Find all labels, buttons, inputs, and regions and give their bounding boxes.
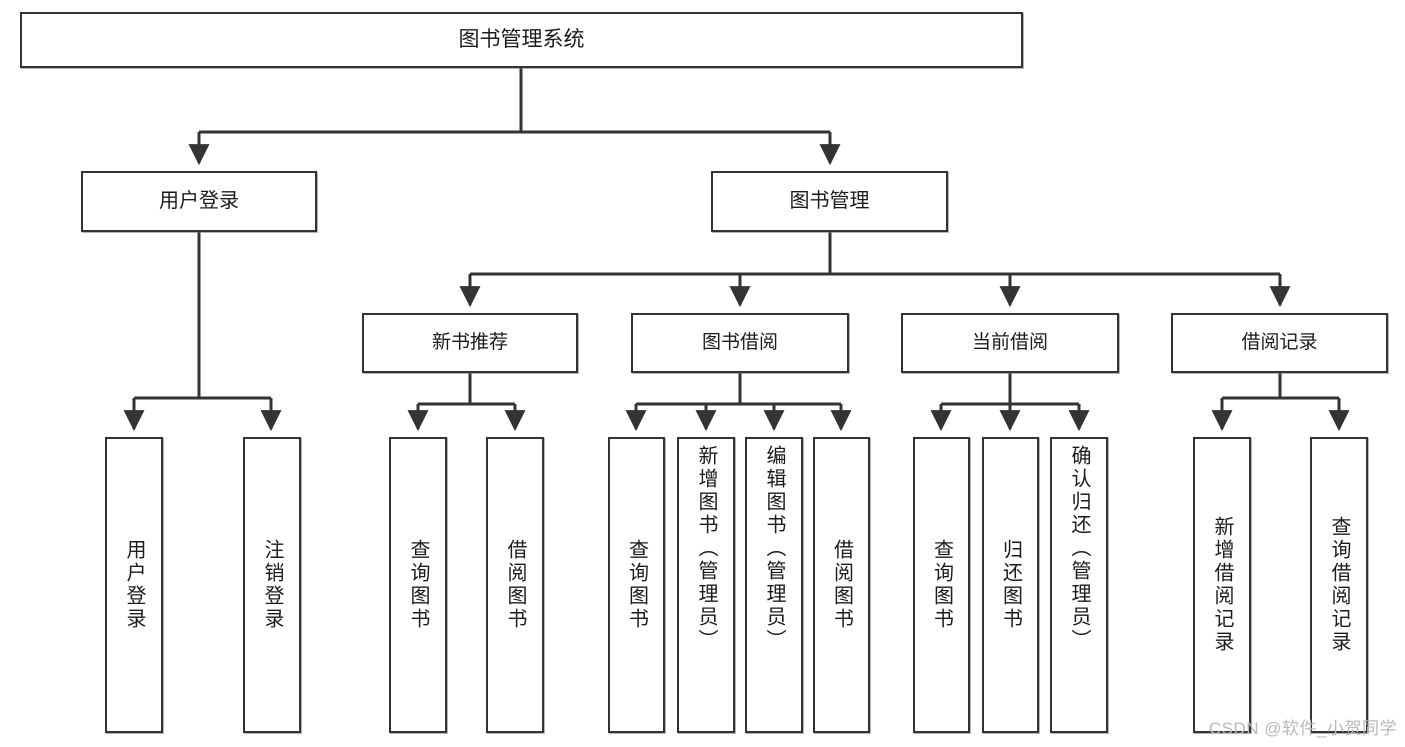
- node-label: 图书管理: [789, 190, 870, 212]
- node-label: 图书管理系统: [458, 27, 585, 51]
- node-book-borrow[interactable]: 图书借阅: [631, 313, 849, 373]
- node-label: 新增图书（管理员）: [695, 445, 717, 652]
- node-label: 用户登录: [159, 190, 239, 212]
- leaf-book-borrow-query[interactable]: 查询图书: [608, 437, 665, 733]
- node-book-management[interactable]: 图书管理: [711, 171, 948, 232]
- node-label: 图书借阅: [701, 332, 778, 354]
- watermark-text: CSDN @软件_小贺同学: [1208, 719, 1397, 738]
- node-label: 新书推荐: [431, 332, 508, 354]
- node-label: 借阅记录: [1241, 332, 1318, 354]
- node-label: 用户登录: [123, 539, 145, 631]
- node-label: 查询借阅记录: [1328, 516, 1350, 654]
- leaf-user-login-logout[interactable]: 注销登录: [243, 437, 301, 733]
- node-label: 归还图书: [999, 539, 1022, 631]
- leaf-book-borrow-edit[interactable]: 编辑图书（管理员）: [745, 437, 803, 733]
- node-user-login[interactable]: 用户登录: [81, 171, 317, 232]
- node-root-system[interactable]: 图书管理系统: [20, 12, 1023, 68]
- node-label: 编辑图书（管理员）: [763, 445, 785, 652]
- node-label: 借阅图书: [830, 539, 853, 631]
- leaf-current-borrow-confirm-return[interactable]: 确认归还（管理员）: [1050, 437, 1108, 733]
- leaf-current-borrow-return[interactable]: 归还图书: [982, 437, 1039, 733]
- node-new-book-recommend[interactable]: 新书推荐: [362, 313, 578, 373]
- node-label: 查询图书: [407, 539, 429, 631]
- node-label: 新增借阅记录: [1211, 516, 1233, 654]
- node-label: 当前借阅: [971, 332, 1048, 354]
- leaf-borrow-record-add[interactable]: 新增借阅记录: [1193, 437, 1251, 733]
- node-label: 查询图书: [930, 539, 953, 631]
- leaf-user-login-login[interactable]: 用户登录: [105, 437, 163, 733]
- node-borrow-record[interactable]: 借阅记录: [1171, 313, 1388, 373]
- node-label: 查询图书: [625, 539, 648, 631]
- leaf-book-borrow-borrow[interactable]: 借阅图书: [813, 437, 870, 733]
- leaf-new-book-query[interactable]: 查询图书: [389, 437, 447, 733]
- node-label: 注销登录: [261, 539, 283, 631]
- node-current-borrow[interactable]: 当前借阅: [901, 313, 1119, 373]
- leaf-current-borrow-query[interactable]: 查询图书: [913, 437, 970, 733]
- leaf-book-borrow-add[interactable]: 新增图书（管理员）: [677, 437, 735, 733]
- node-label: 确认归还（管理员）: [1068, 445, 1090, 652]
- node-label: 借阅图书: [504, 539, 526, 631]
- leaf-new-book-borrow[interactable]: 借阅图书: [486, 437, 544, 733]
- leaf-borrow-record-query[interactable]: 查询借阅记录: [1310, 437, 1368, 733]
